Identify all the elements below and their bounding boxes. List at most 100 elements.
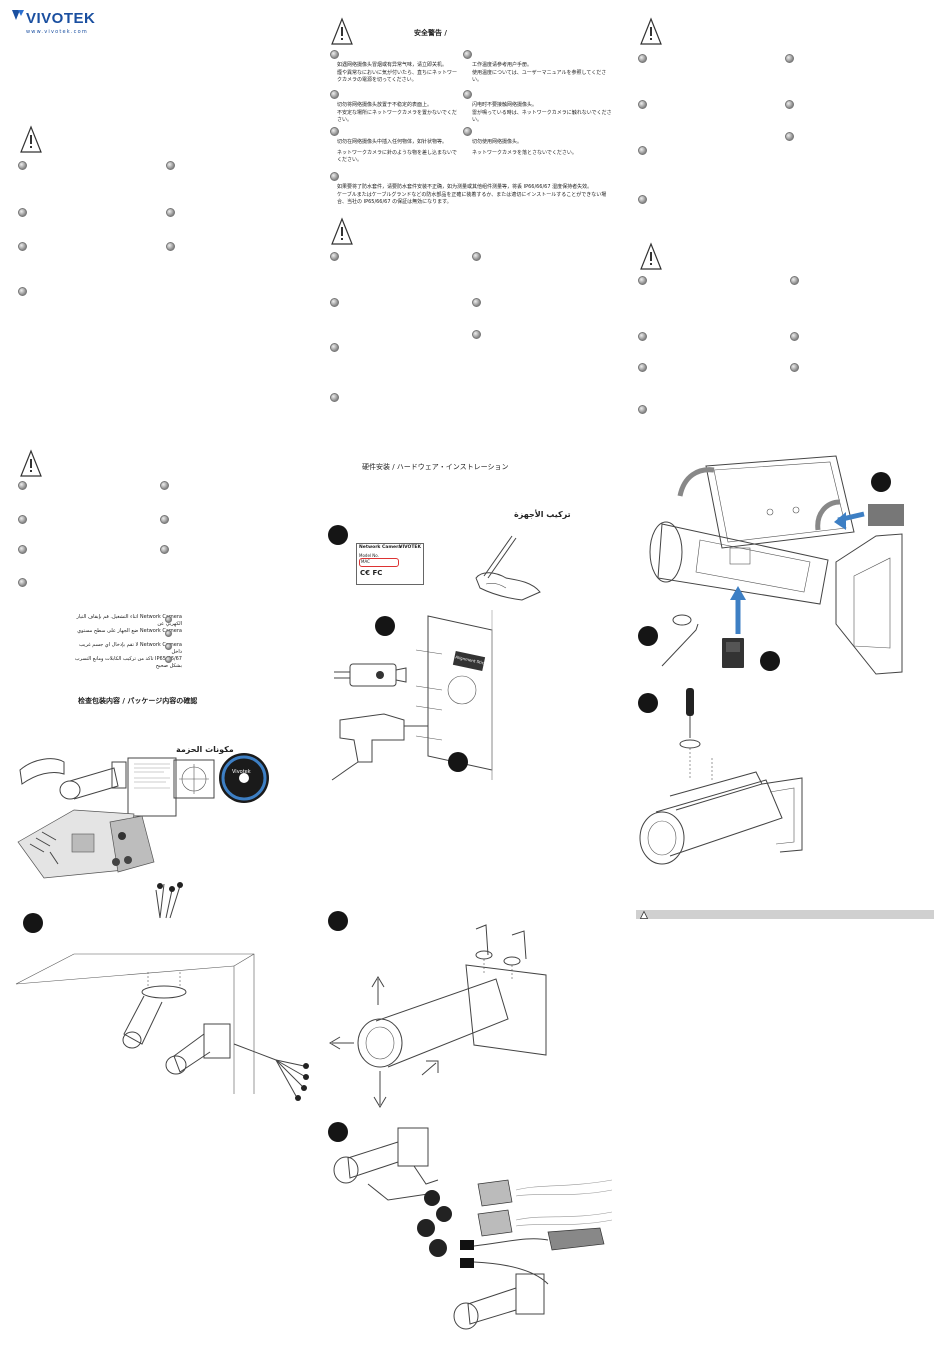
bullet-icon (463, 90, 472, 99)
bullet-icon (18, 515, 27, 524)
logo-tagline: www.vivotek.com (26, 29, 88, 35)
arabic-note: Network Camera أثناء التشغيل. قم بإيقاف … (76, 614, 182, 627)
warning-triangle-icon (639, 910, 649, 919)
logo-text: VIVOTEK (26, 10, 96, 27)
bullet-icon (165, 643, 172, 650)
hardware-title-ar: تركيب الأجهزة (514, 510, 571, 519)
brand-logo: VIVOTEK www.vivotek.com (10, 8, 115, 42)
bullet-icon (18, 481, 27, 490)
step-circle (328, 911, 348, 931)
bullet-icon (165, 616, 172, 623)
bullet-icon (638, 100, 647, 109)
label-brand: VIVOTEK (398, 545, 421, 550)
warning-triangle-icon (640, 17, 662, 45)
bullet-icon (472, 252, 481, 261)
bullet-icon (638, 195, 647, 204)
warning-text-jp: 不安定な場所にネットワークカメラを置かないでください。 (337, 110, 457, 123)
bullet-icon (330, 90, 339, 99)
label-mac: MAC (361, 559, 370, 564)
bullet-icon (638, 276, 647, 285)
bullet-icon (463, 127, 472, 136)
bullet-icon (330, 50, 339, 59)
ceiling-mount-illustration (15, 882, 309, 1101)
warning-text-jp: 使用温度については、ユーザーマニュアルを参照してください。 (472, 70, 607, 83)
bullet-icon (18, 287, 27, 296)
bullet-icon (160, 515, 169, 524)
arabic-note: Network Camera لا تقم بإدخال أي جسم غريب… (79, 642, 182, 655)
warning-text-jp: ネットワークカメラに針のような物を差し込まないでください。 (337, 150, 457, 163)
hardware-title: 硬件安装 / ハードウェア・インストレーション (362, 463, 509, 471)
warning-text-jp: ケーブルまたはケーブルグランドなどの防水部品を正確に装着するか、または適切にイン… (337, 192, 607, 205)
bullet-icon (330, 127, 339, 136)
bullet-icon (638, 146, 647, 155)
bullet-icon (165, 656, 172, 663)
bullet-icon (463, 50, 472, 59)
step-circle (448, 752, 468, 772)
package-contents-illustration (17, 753, 269, 879)
package-title-ar: مكونات الحزمة (176, 745, 234, 754)
bullet-icon (166, 242, 175, 251)
bullet-icon (166, 208, 175, 217)
warning-text-jp: 煙や異常なにおいに気が付いたら、直ちにネットワークカメラの電源を切ってください。 (337, 70, 458, 83)
assembled-camera-illustration (639, 688, 803, 865)
step-circle (638, 693, 658, 713)
bullet-icon (472, 298, 481, 307)
bullet-icon (330, 298, 339, 307)
open-housing-illustration (649, 455, 904, 675)
drill-tools-illustration (331, 610, 493, 781)
bullet-icon (330, 172, 339, 181)
warning-triangle-icon (20, 449, 42, 477)
bullet-icon (790, 332, 799, 341)
step-circle (760, 651, 780, 671)
bullet-icon (160, 481, 169, 490)
bullet-icon (330, 343, 339, 352)
warning-triangle-icon (331, 217, 353, 245)
warning-text-jp: 雷が鳴っている時は、ネットワークカメラに触れないでください。 (472, 110, 612, 123)
step-circle (328, 525, 348, 545)
bullet-icon (18, 161, 27, 170)
bullet-icon (790, 276, 799, 285)
warning-triangle-icon (20, 125, 42, 153)
label-certs: C€ FC (360, 569, 383, 577)
caution-bar (636, 910, 934, 919)
bullet-icon (18, 545, 27, 554)
bullet-icon (472, 330, 481, 339)
step-circle (23, 913, 43, 933)
bullet-icon (165, 630, 172, 637)
bullet-icon (330, 252, 339, 261)
bullet-icon (638, 54, 647, 63)
safety-title: 安全警告 / (414, 29, 447, 37)
arabic-note: Network Camera ضع الجهاز على سطح مستوي (77, 628, 182, 634)
bullet-icon (785, 54, 794, 63)
bullet-icon (18, 242, 27, 251)
bullet-icon (638, 332, 647, 341)
warning-text-cn: 切勿使用网络摄像头。 (472, 139, 523, 145)
warning-text-cn: 切勿在网络摄像头中插入任何物体，如针状物等。 (337, 139, 448, 145)
warning-text-cn: 工作温度请参考用户手册。 (472, 62, 533, 68)
label-title: Network Camera (359, 545, 402, 550)
bullet-icon (785, 132, 794, 141)
bullet-icon (330, 393, 339, 402)
bullet-icon (18, 578, 27, 587)
cabling-illustration (333, 1127, 613, 1330)
hand-pen-illustration (475, 535, 541, 601)
step-circle (871, 472, 891, 492)
step-circle (375, 616, 395, 636)
step-circle (638, 626, 658, 646)
warning-text-jp: ネットワークカメラを落とさないでください。 (472, 150, 577, 156)
bullet-icon (160, 545, 169, 554)
warning-text-cn: 如果要将了防水套件，请要防水套件安装不正确，如为测量或其他组件测量等，将丢 IP… (337, 184, 593, 190)
warning-text-cn: 闪电时不要接触网络摄像头。 (472, 102, 538, 108)
vivotek-logo-icon (12, 10, 24, 20)
package-title: 检查包装内容 / パッケージ内容の確認 (78, 697, 198, 705)
bullet-icon (790, 363, 799, 372)
bullet-icon (638, 405, 647, 414)
cd-brand: Vivotek (232, 769, 251, 775)
step-circle (328, 1122, 348, 1142)
warning-triangle-icon (640, 242, 662, 270)
bullet-icon (638, 363, 647, 372)
warning-text-cn: 切勿将网络摄像头放置于不稳定的表面上。 (337, 102, 433, 108)
label-mac-box (359, 558, 399, 567)
bullet-icon (166, 161, 175, 170)
bullet-icon (785, 100, 794, 109)
